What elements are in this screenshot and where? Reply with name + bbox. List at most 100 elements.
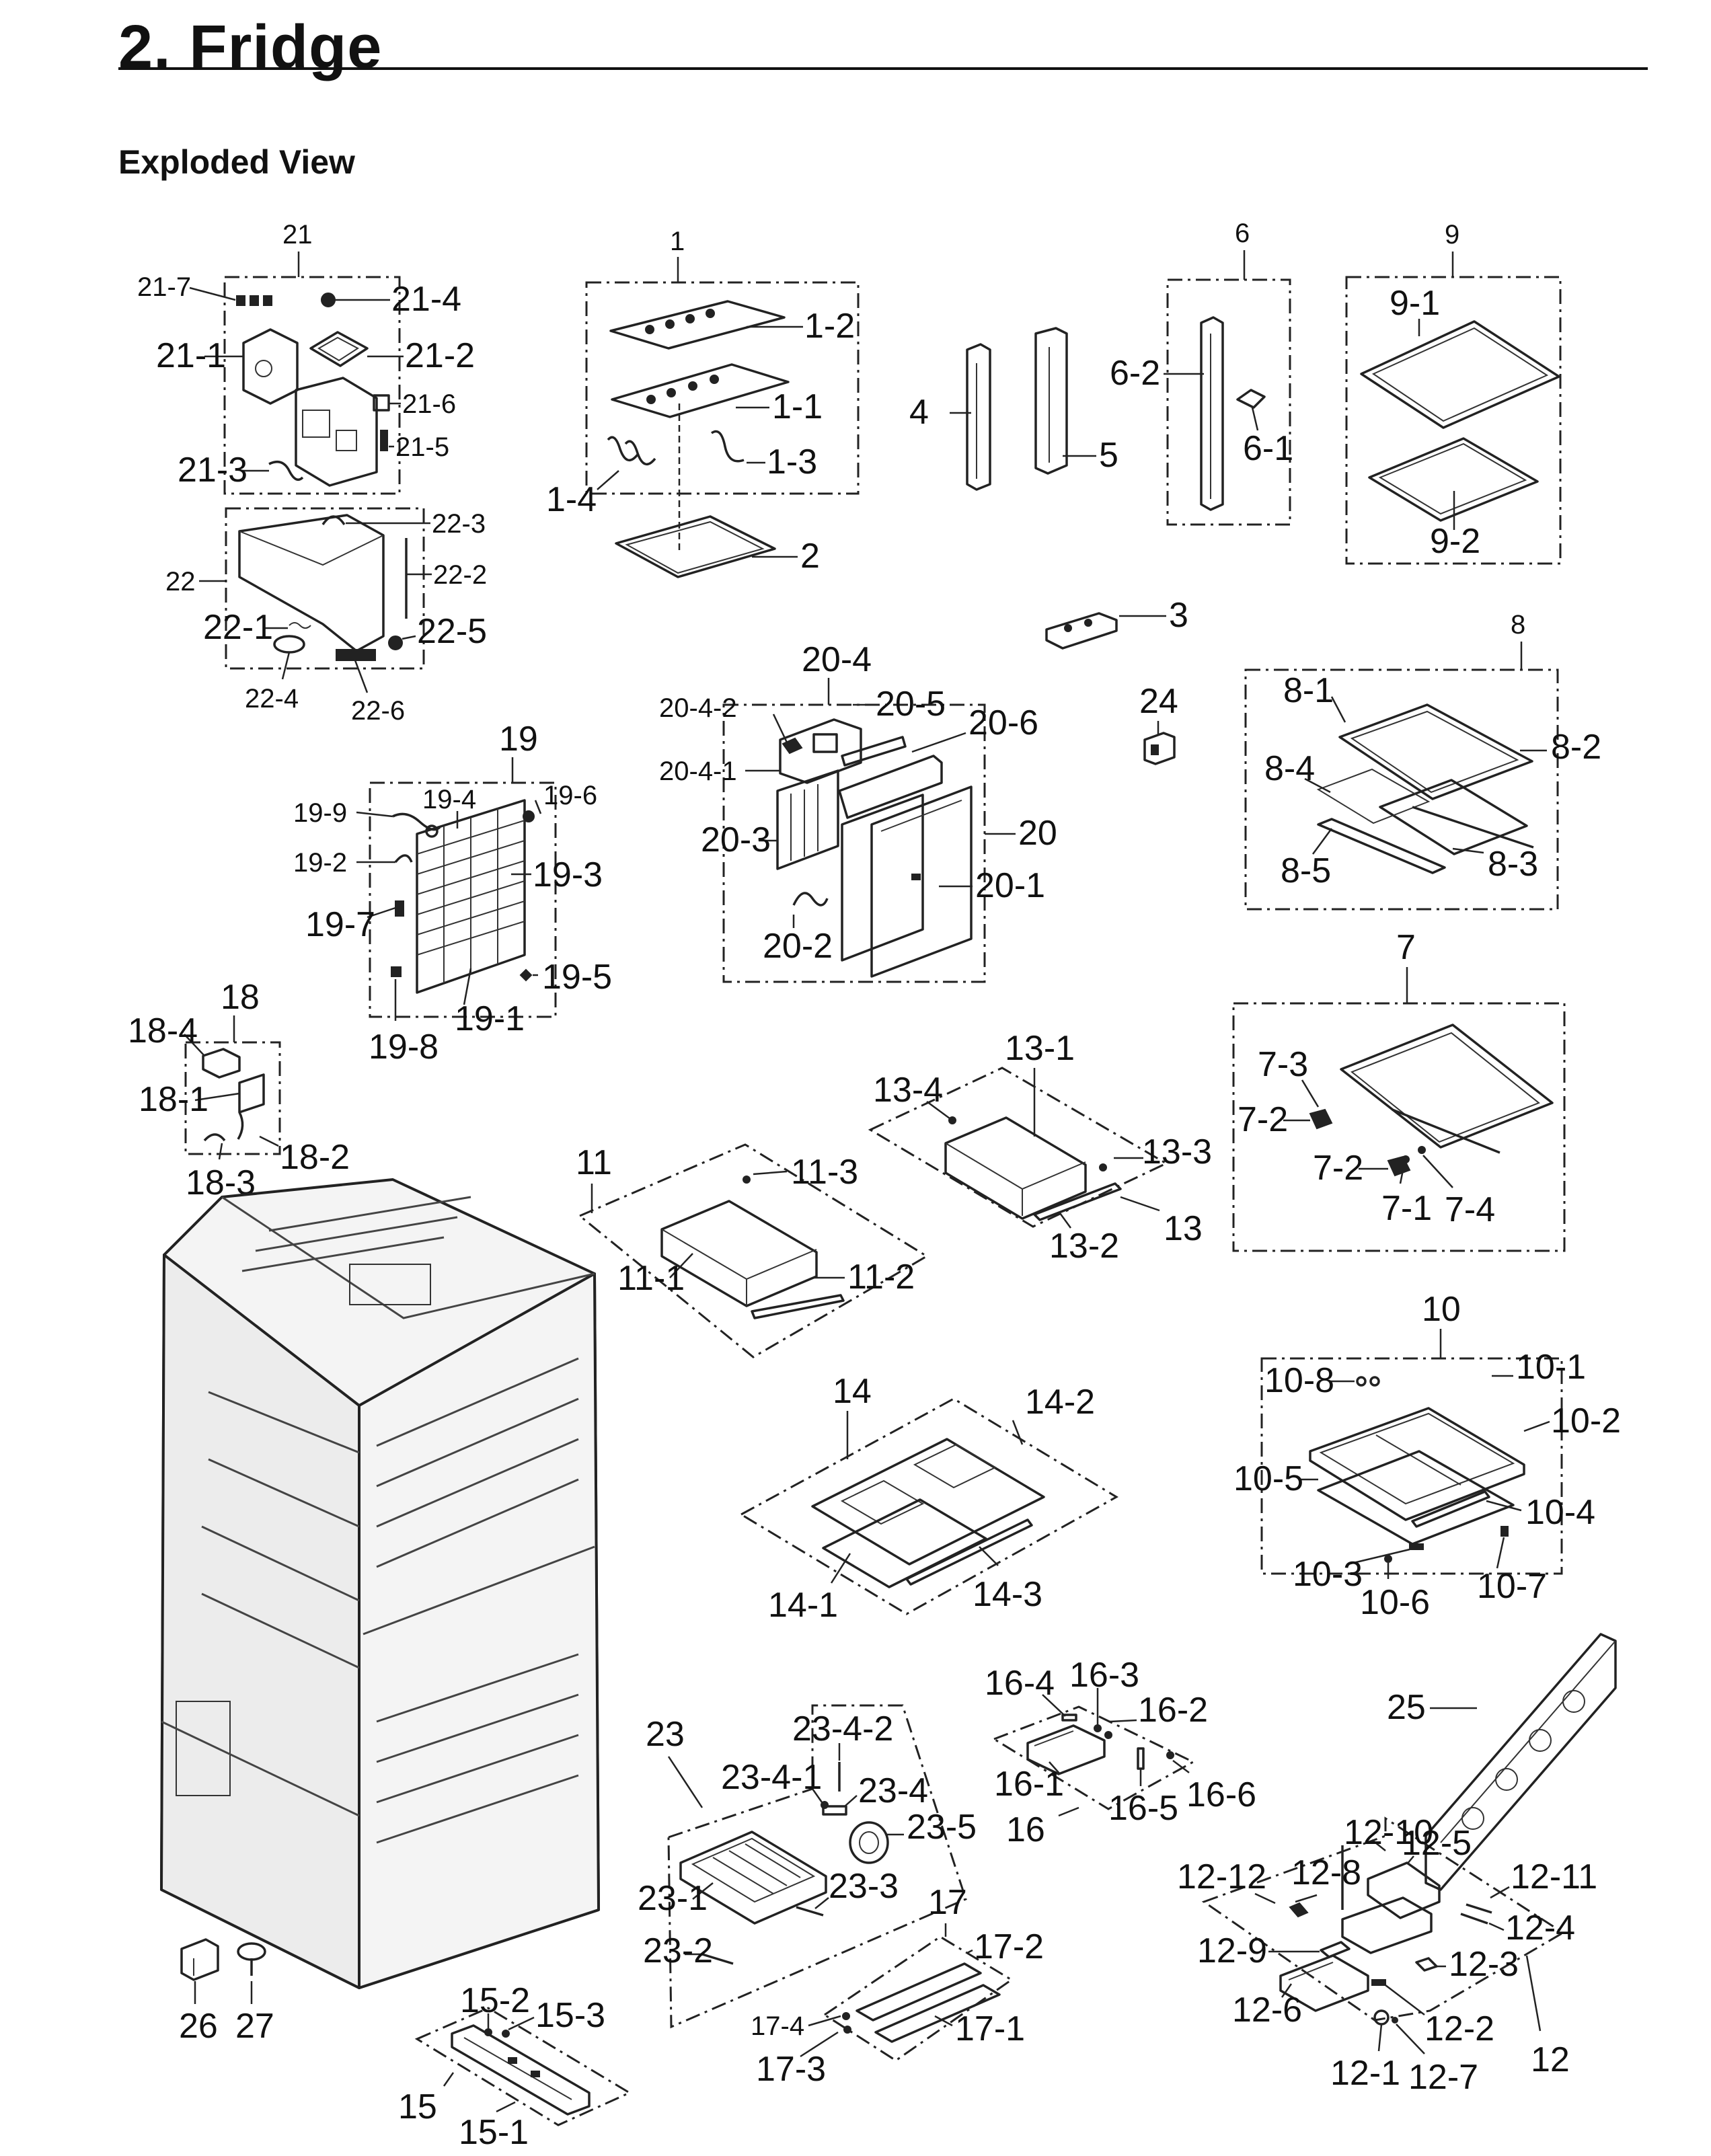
callout-16-5: 16-5 <box>1108 1789 1178 1828</box>
part-23-5-fan-icon <box>849 1821 889 1864</box>
callout-19-4: 19-4 <box>422 785 476 814</box>
part-26-icon <box>180 1938 219 1981</box>
part-12-11-icon <box>1466 1903 1492 1914</box>
callout-25: 25 <box>1387 1688 1426 1727</box>
part-12-7-icon <box>1392 2017 1398 2024</box>
callout-3: 3 <box>1169 596 1188 635</box>
callout-19-5: 19-5 <box>542 958 612 997</box>
callout-17: 17 <box>928 1883 967 1922</box>
callout-12-1: 12-1 <box>1330 2054 1400 2093</box>
callout-20-1: 20-1 <box>975 866 1045 905</box>
part-20-cover-icon <box>841 794 924 962</box>
callout-23-5: 23-5 <box>907 1808 977 1847</box>
callout-10-3: 10-3 <box>1293 1555 1363 1594</box>
callout-11-2: 11-2 <box>847 1258 915 1297</box>
assembly-12: 12-10 12-5 12-11 12-4 12-8 12-12 12-9 12… <box>1177 1813 1597 2097</box>
part-16-6-icon <box>1166 1751 1174 1759</box>
part-15-1-panel-icon <box>451 2024 591 2116</box>
callout-4: 4 <box>909 393 929 432</box>
callout-19-1: 19-1 <box>455 999 525 1038</box>
part-21-2-icon <box>309 331 369 367</box>
part-16-5-icon <box>1137 1747 1145 1770</box>
callout-14-3: 14-3 <box>973 1575 1042 1614</box>
part-13-crisper-icon <box>944 1116 1087 1220</box>
part-1-3-icon <box>710 430 745 463</box>
callout-10-8: 10-8 <box>1264 1361 1334 1400</box>
callout-18-1: 18-1 <box>139 1080 208 1119</box>
callout-8-1: 8-1 <box>1283 671 1334 710</box>
assembly-8: 8 8-1 8-2 8-4 8-3 8-5 <box>1244 610 1601 911</box>
part-21-3-icon <box>268 460 304 482</box>
callout-1: 1 <box>670 227 685 256</box>
assembly-2: 2 <box>615 515 820 578</box>
part-11-2-rail-icon <box>751 1294 845 1319</box>
callout-22-3: 22-3 <box>432 509 486 539</box>
callout-16-4: 16-4 <box>985 1664 1055 1703</box>
callout-20-2: 20-2 <box>763 927 833 966</box>
part-18-1-icon <box>237 1073 265 1140</box>
assembly-13: 13-1 13-4 13-3 13-2 13 <box>868 1029 1212 1266</box>
assembly-4: 4 <box>909 343 991 491</box>
callout-12-9: 12-9 <box>1197 1931 1267 1970</box>
callout-13: 13 <box>1164 1209 1203 1248</box>
assembly-21: 21 21-7 21-4 21-1 21-2 21-6 21-5 21-3 <box>137 220 475 495</box>
callout-27: 27 <box>235 2007 274 2046</box>
callout-23-4-1: 23-4-1 <box>721 1758 822 1797</box>
callout-11-1: 11-1 <box>617 1259 685 1298</box>
part-9-1-shelf-icon <box>1360 320 1560 429</box>
part-19-7-icon <box>395 900 404 917</box>
callout-22-6: 22-6 <box>351 696 405 726</box>
callout-1-1: 1-1 <box>772 387 823 426</box>
callout-19-9: 19-9 <box>293 798 347 828</box>
part-10-5-glass-icon <box>1317 1450 1515 1545</box>
callout-10-2: 10-2 <box>1551 1401 1621 1440</box>
callout-23-4-2: 23-4-2 <box>792 1709 893 1748</box>
part-7-2-bracket-upper-icon <box>1309 1108 1333 1130</box>
part-22-3-icon <box>321 515 346 526</box>
callout-23: 23 <box>646 1715 685 1754</box>
callout-12-5: 12-5 <box>1402 1824 1472 1863</box>
callout-21-2: 21-2 <box>405 336 475 375</box>
part-12-6-board-icon <box>1279 1954 1369 2012</box>
part-21-1-icon <box>242 328 299 405</box>
callout-12-12: 12-12 <box>1177 1857 1266 1896</box>
callout-19-2: 19-2 <box>293 848 347 878</box>
callout-21-3: 21-3 <box>178 451 248 490</box>
callout-13-1: 13-1 <box>1005 1029 1075 1068</box>
part-20-4-bracket-icon <box>779 718 862 784</box>
part-15-3-icon <box>502 2030 510 2038</box>
part-19-4-icon <box>425 824 439 838</box>
callout-20-6: 20-6 <box>968 703 1038 742</box>
callout-14: 14 <box>833 1372 872 1411</box>
callout-8-5: 8-5 <box>1281 851 1331 890</box>
part-27-clip-icon <box>237 1942 266 1976</box>
assembly-11: 11 11-3 11-1 11-2 <box>576 1143 929 1358</box>
part-23-4-1-icon <box>821 1801 829 1809</box>
assembly-26: 26 <box>179 1938 219 2046</box>
part-18-3-wire-icon <box>203 1133 226 1142</box>
page-title: 2. Fridge <box>118 13 383 81</box>
callout-11: 11 <box>576 1143 612 1182</box>
callout-18: 18 <box>221 978 260 1017</box>
callout-2: 2 <box>800 537 820 576</box>
part-1-1-icon <box>611 363 790 418</box>
assembly-7: 7 7-3 7-2 7-2 7-1 7-4 <box>1232 928 1566 1252</box>
callout-7-2: 7-2 <box>1313 1149 1363 1188</box>
callout-21: 21 <box>282 220 313 249</box>
part-6-2-rail-icon <box>1200 316 1224 511</box>
part-6-1-icon <box>1236 389 1266 409</box>
callout-12-7: 12-7 <box>1408 2058 1478 2097</box>
part-19-8-icon <box>391 966 402 977</box>
part-10-4-rail-icon <box>1411 1490 1490 1528</box>
callout-10-1: 10-1 <box>1516 1348 1586 1387</box>
callout-9: 9 <box>1445 220 1459 249</box>
callout-20-4-2: 20-4-2 <box>659 693 737 723</box>
callout-8-4: 8-4 <box>1264 749 1315 788</box>
callout-19-7: 19-7 <box>305 905 375 944</box>
part-20-6-icon <box>838 755 943 819</box>
callout-8: 8 <box>1511 610 1525 640</box>
callout-1-4: 1-4 <box>546 480 597 519</box>
callout-6-2: 6-2 <box>1110 354 1160 393</box>
part-17-3-icon <box>843 2026 851 2034</box>
part-15-2-icon <box>484 2028 492 2036</box>
